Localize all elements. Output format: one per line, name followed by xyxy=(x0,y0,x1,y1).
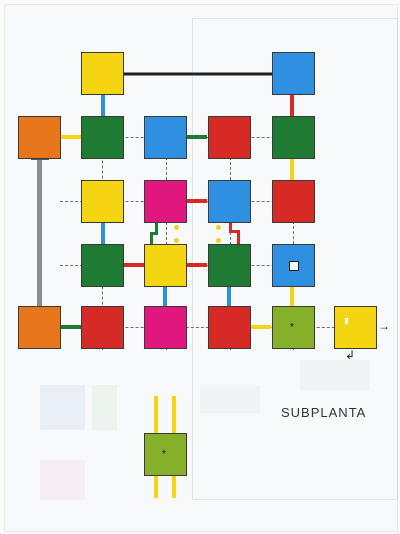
connector-red xyxy=(124,263,144,267)
connector-yellow xyxy=(154,476,158,498)
connector-dot xyxy=(216,225,221,230)
connector-yellow xyxy=(172,476,176,498)
block-red xyxy=(81,306,124,349)
ghost-square xyxy=(40,460,85,500)
connector-red xyxy=(237,230,240,244)
link-black-top xyxy=(106,73,289,75)
connector-blue xyxy=(101,95,105,117)
block-green xyxy=(81,244,124,287)
grid-line xyxy=(60,327,355,328)
block-orange xyxy=(18,306,61,349)
grid-line xyxy=(166,137,167,350)
block-green xyxy=(272,116,315,159)
block-blue xyxy=(144,116,187,159)
ghost-panel xyxy=(192,18,398,500)
connector-green xyxy=(150,232,153,244)
connector-red xyxy=(187,263,207,267)
subplanta-label: SUBPLANTA xyxy=(281,405,367,420)
diagram-page xyxy=(4,4,398,532)
ghost-square xyxy=(300,360,370,390)
block-yellow xyxy=(144,244,187,287)
connector-blue xyxy=(101,223,105,244)
connector-red xyxy=(187,199,207,203)
exit-marker xyxy=(345,318,348,324)
connector-dot xyxy=(174,238,179,243)
block-yellow-exit xyxy=(334,306,377,349)
block-green xyxy=(81,116,124,159)
block-green xyxy=(208,244,251,287)
connector-yellow xyxy=(61,135,81,139)
connector-yellow xyxy=(251,325,271,329)
exit-arrow-icon: → xyxy=(378,319,390,333)
star-marker-icon: * xyxy=(290,322,294,333)
star-marker-icon: * xyxy=(162,449,166,460)
block-blue xyxy=(272,52,315,95)
block-red xyxy=(208,116,251,159)
connector-yellow xyxy=(172,396,176,433)
block-magenta xyxy=(144,306,187,349)
ghost-square xyxy=(40,385,85,430)
block-orange xyxy=(18,116,61,159)
block-yellow xyxy=(81,180,124,223)
block-red xyxy=(272,180,315,223)
connector-yellow xyxy=(290,287,294,307)
ghost-square xyxy=(200,385,260,413)
connector-red xyxy=(229,222,232,232)
connector-dot xyxy=(174,225,179,230)
connector-red xyxy=(290,95,294,117)
connector-yellow xyxy=(154,396,158,433)
grid-line xyxy=(230,137,231,350)
connector-green xyxy=(155,222,158,234)
block-olive-subplanta xyxy=(144,433,187,476)
square-marker-icon xyxy=(289,261,299,271)
connector-red xyxy=(229,230,239,233)
connector-yellow xyxy=(290,159,294,181)
connector-blue xyxy=(227,287,231,307)
connector-green xyxy=(187,135,207,139)
connector-blue xyxy=(163,287,167,307)
block-olive xyxy=(272,306,315,349)
block-yellow xyxy=(81,52,124,95)
ghost-square xyxy=(92,385,117,430)
connector-dot xyxy=(216,238,221,243)
return-arrow-icon: ↲ xyxy=(345,348,356,362)
link-gray-left xyxy=(37,158,42,308)
block-magenta xyxy=(144,180,187,223)
connector-green xyxy=(61,325,81,329)
connector-green xyxy=(150,232,158,235)
block-blue xyxy=(208,180,251,223)
block-red xyxy=(208,306,251,349)
